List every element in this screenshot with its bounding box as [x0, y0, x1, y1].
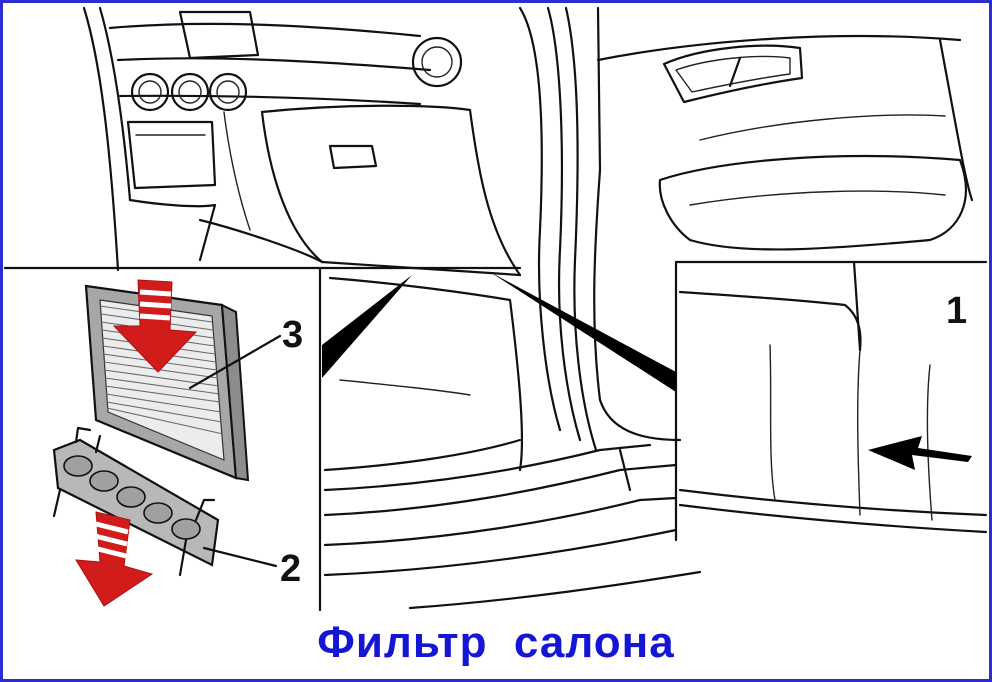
callout-3: 3	[282, 314, 304, 356]
zoom-wedge-left	[322, 275, 412, 378]
dashboard-drawing	[82, 6, 522, 277]
inset-border-right	[674, 260, 988, 542]
leader-line-2	[202, 546, 278, 568]
push-arrow-icon	[868, 436, 972, 470]
insert-arrow-icon	[112, 279, 198, 373]
filter-holder-part	[52, 426, 220, 577]
filter-cover-drawing	[678, 260, 988, 534]
zoom-wedge-right	[490, 272, 676, 392]
callout-1: 1	[946, 290, 968, 332]
callout-2: 2	[280, 548, 302, 590]
door-drawing	[518, 6, 974, 452]
leader-line-3	[188, 334, 282, 390]
diagram-caption: Фильтр салона	[317, 618, 675, 667]
remove-arrow-icon	[75, 511, 154, 607]
footwell-drawing	[323, 276, 702, 610]
